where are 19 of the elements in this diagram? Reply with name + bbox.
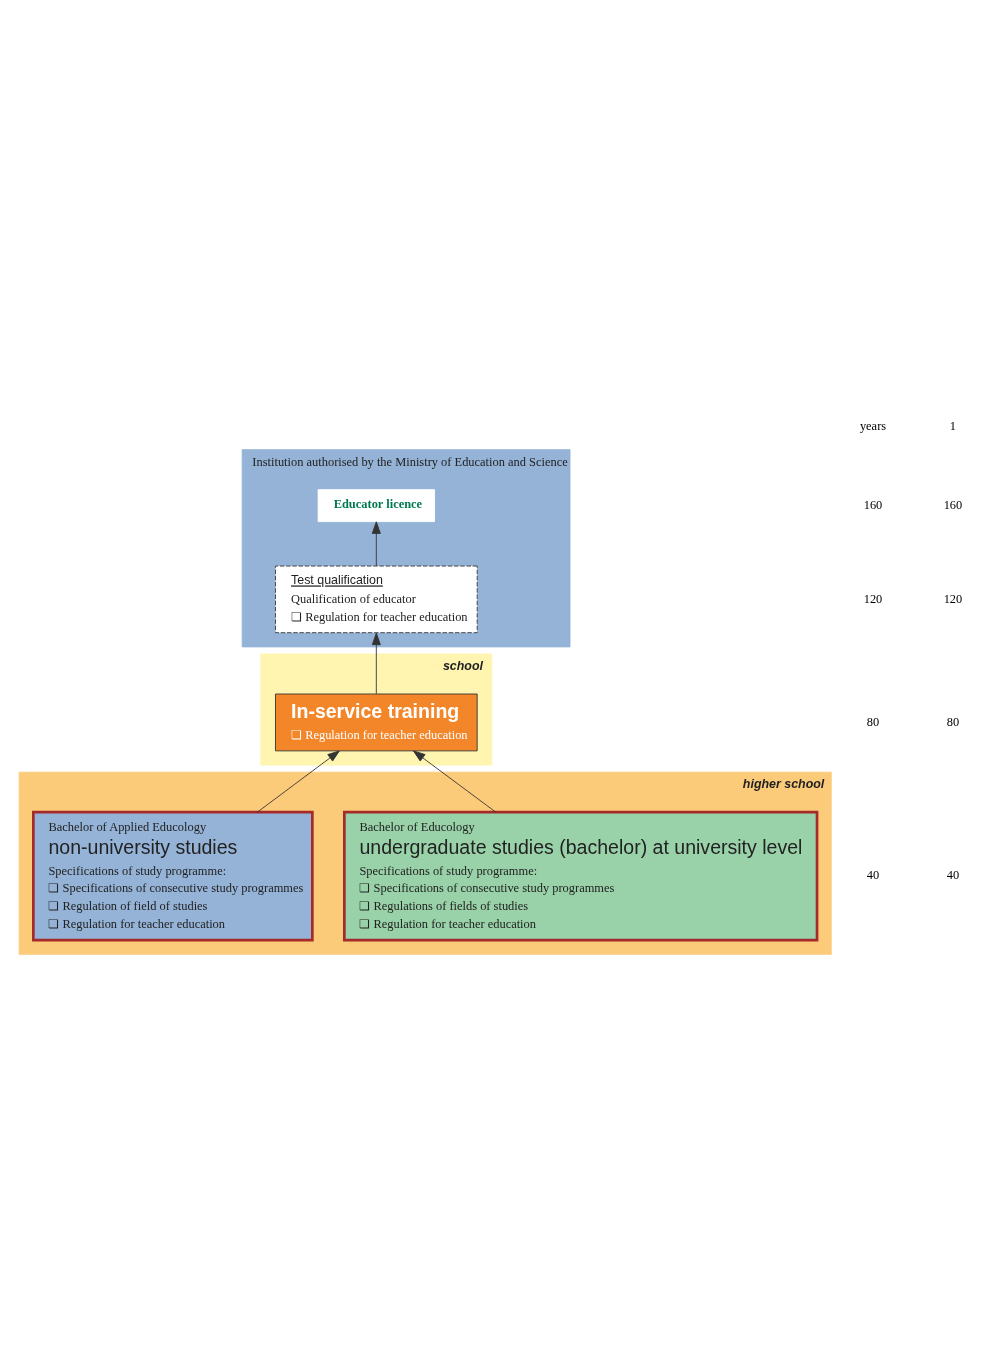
label: 40 xyxy=(866,868,880,883)
label: 80 xyxy=(946,714,960,729)
node-box: Bachelor of Educology undergraduate studies (bachelor) at university level Specifications of study programme: ❏ Specifications of consecutive study programmes ❏ Regulations of fields of studies ❏ Regulation for teacher education xyxy=(343,810,819,942)
arrow xyxy=(371,521,381,567)
label: years xyxy=(859,418,887,433)
label: 160 xyxy=(943,497,963,512)
node-box: Bachelor of Applied Educology non-university studies Specifications of study programme: ❏ Specifications of consecutive study programmes ❏ Regulation of field of studies ❏ Regulation for teacher education xyxy=(32,810,314,942)
label: 1 xyxy=(949,418,957,433)
node-box: Educator licence xyxy=(317,489,435,523)
arrow xyxy=(412,750,497,813)
node-box: In-service training ❏ Regulation for teacher education xyxy=(275,693,478,752)
label: 80 xyxy=(866,714,880,729)
label: 120 xyxy=(943,591,963,606)
label: 120 xyxy=(863,591,883,606)
node-box: Test qualification Qualification of educator ❏ Regulation for teacher education xyxy=(275,565,478,634)
label: 160 xyxy=(863,497,883,512)
arrow xyxy=(256,750,340,813)
label: 40 xyxy=(946,868,960,883)
arrow xyxy=(371,632,381,695)
